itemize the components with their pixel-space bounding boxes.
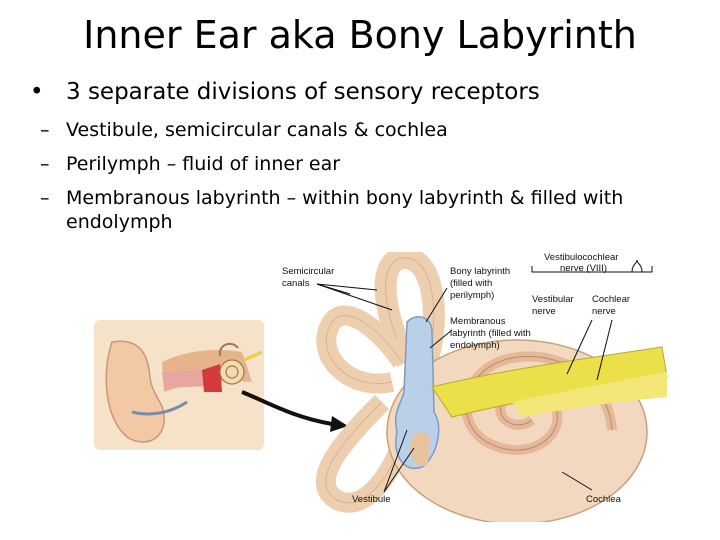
dash-glyph: –: [40, 187, 50, 209]
dash-glyph: –: [40, 119, 50, 141]
slide-title: Inner Ear aka Bony Labyrinth: [83, 13, 637, 57]
label-vestibulocochlear-nerve: nerve (VIII): [560, 263, 607, 274]
label-bony-labyrinth: (filled with: [450, 278, 492, 289]
label-bony-labyrinth: Bony labyrinth: [450, 266, 510, 277]
label-membranous-labyrinth: labyrinth (filled with: [450, 328, 531, 339]
bullet-text: 3 separate divisions of sensory receptor…: [66, 79, 540, 105]
subbullet-text: Perilymph – fluid of inner ear: [66, 153, 341, 175]
subbullet-item: – Vestibule, semicircular canals & cochl…: [40, 118, 670, 142]
label-semicircular-canals: Semicircular: [282, 266, 334, 277]
subbullet-item: – Membranous labyrinth – within bony lab…: [40, 186, 670, 234]
inner-ear-illustration: Semicircular canals Bony labyrinth (fill…: [92, 246, 672, 525]
inner-ear-svg: Semicircular canals Bony labyrinth (fill…: [94, 246, 668, 525]
subbullet-item: – Perilymph – fluid of inner ear: [40, 152, 670, 176]
leader-lines: [316, 259, 653, 493]
diagram-labels: Semicircular canals Bony labyrinth (fill…: [282, 252, 630, 505]
outer-ear-inset: [94, 320, 264, 450]
bullet-glyph: •: [30, 79, 44, 105]
dash-glyph: –: [40, 153, 50, 175]
label-semicircular-canals: canals: [282, 278, 310, 289]
semicircular-canals: [315, 246, 445, 513]
label-cochlear-nerve: nerve: [592, 306, 616, 317]
label-cochlea: Cochlea: [586, 494, 622, 505]
label-membranous-labyrinth: Membranous: [450, 316, 506, 327]
label-vestibular-nerve: nerve: [532, 306, 556, 317]
subbullet-text: Membranous labyrinth – within bony labyr…: [66, 187, 624, 233]
label-vestibular-nerve: Vestibular: [532, 294, 574, 305]
label-membranous-labyrinth: endolymph): [450, 340, 500, 351]
label-bony-labyrinth: perilymph): [450, 290, 494, 301]
label-vestibule: Vestibule: [352, 494, 391, 505]
label-vestibulocochlear-nerve: Vestibulocochlear: [544, 252, 618, 263]
vestibulocochlear-nerve: [431, 346, 668, 418]
subbullet-text: Vestibule, semicircular canals & cochlea: [66, 119, 448, 141]
label-cochlear-nerve: Cochlear: [592, 294, 630, 305]
